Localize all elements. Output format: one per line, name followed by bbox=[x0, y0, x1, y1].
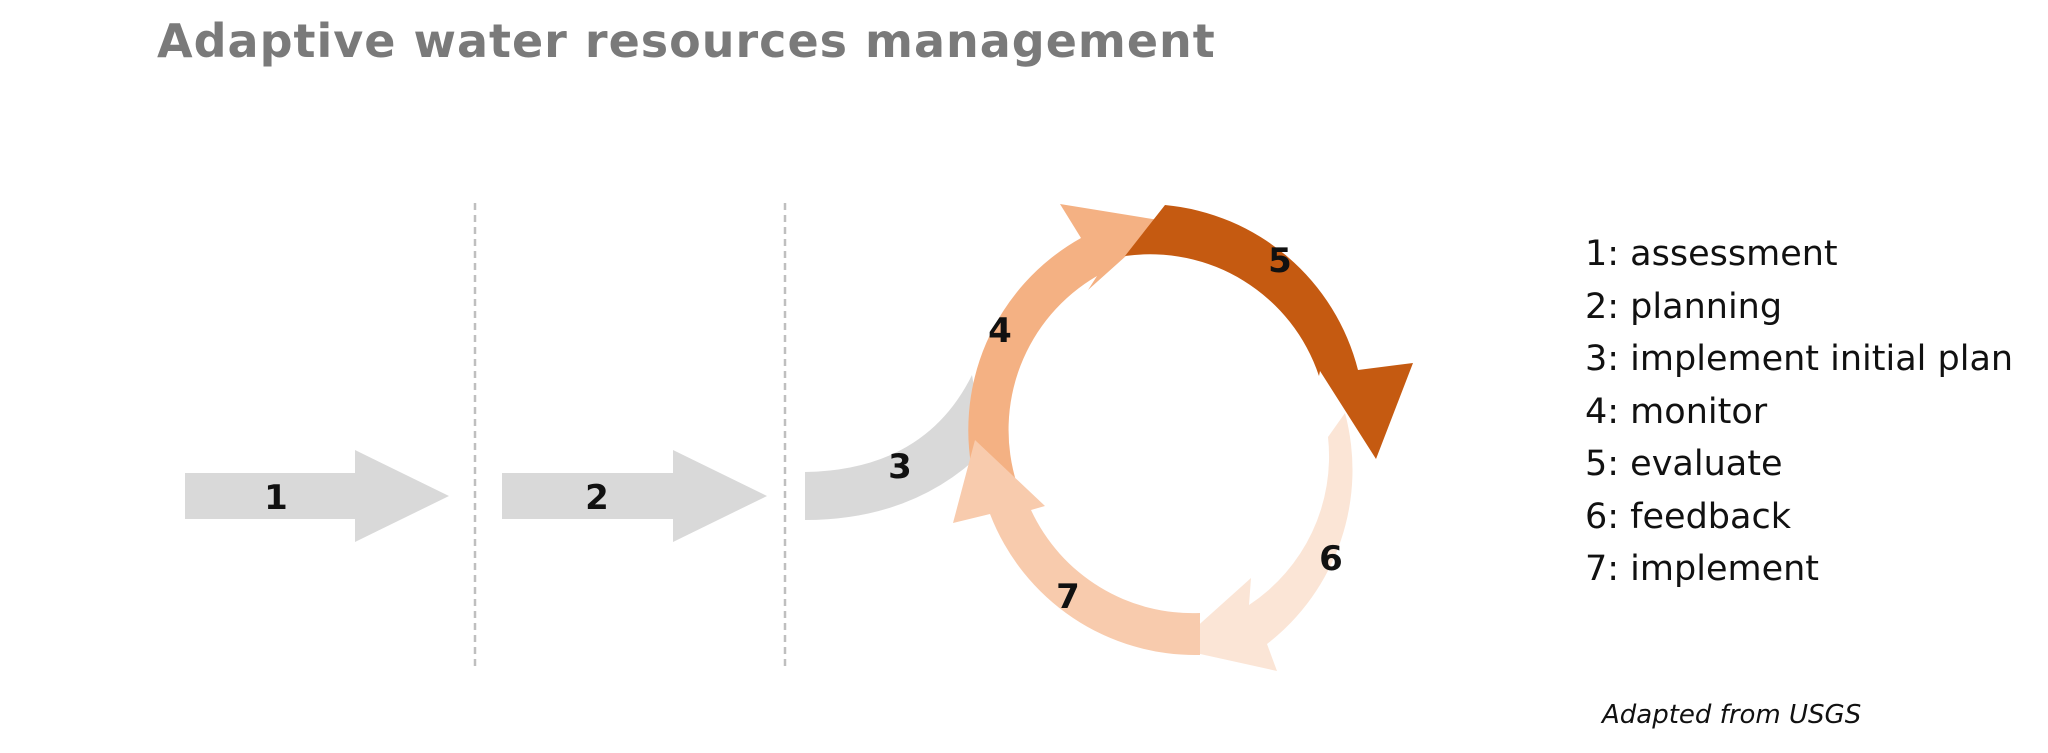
page-title: Adaptive water resources management bbox=[157, 14, 1216, 68]
step-7-label: 7 bbox=[1056, 577, 1080, 617]
step-3-label: 3 bbox=[888, 447, 912, 487]
legend-item: 5: evaluate bbox=[1585, 444, 1783, 484]
step-6-label: 6 bbox=[1319, 539, 1343, 579]
step-1-label: 1 bbox=[264, 478, 288, 518]
legend-item: 6: feedback bbox=[1585, 496, 1791, 537]
step-1-arrow bbox=[185, 450, 449, 542]
step-5-label: 5 bbox=[1268, 241, 1292, 281]
step-7-arrow bbox=[953, 440, 1200, 656]
step-2-label: 2 bbox=[585, 478, 609, 518]
legend-item: 4: monitor bbox=[1585, 391, 1768, 432]
step-5-arrow bbox=[1125, 205, 1413, 459]
legend-item: 2: planning bbox=[1585, 286, 1783, 327]
legend-list: 1: assessment 2: planning 3: implement i… bbox=[1585, 228, 2013, 596]
legend-item: 3: implement initial plan bbox=[1585, 339, 2014, 379]
step-4-label: 4 bbox=[988, 311, 1012, 351]
source-credit: Adapted from USGS bbox=[1602, 700, 1862, 730]
step-3-arrow bbox=[805, 375, 985, 520]
legend-item: 1: assessment bbox=[1585, 234, 1838, 274]
step-2-arrow bbox=[502, 450, 767, 542]
legend-item: 7: implement bbox=[1585, 549, 1820, 589]
